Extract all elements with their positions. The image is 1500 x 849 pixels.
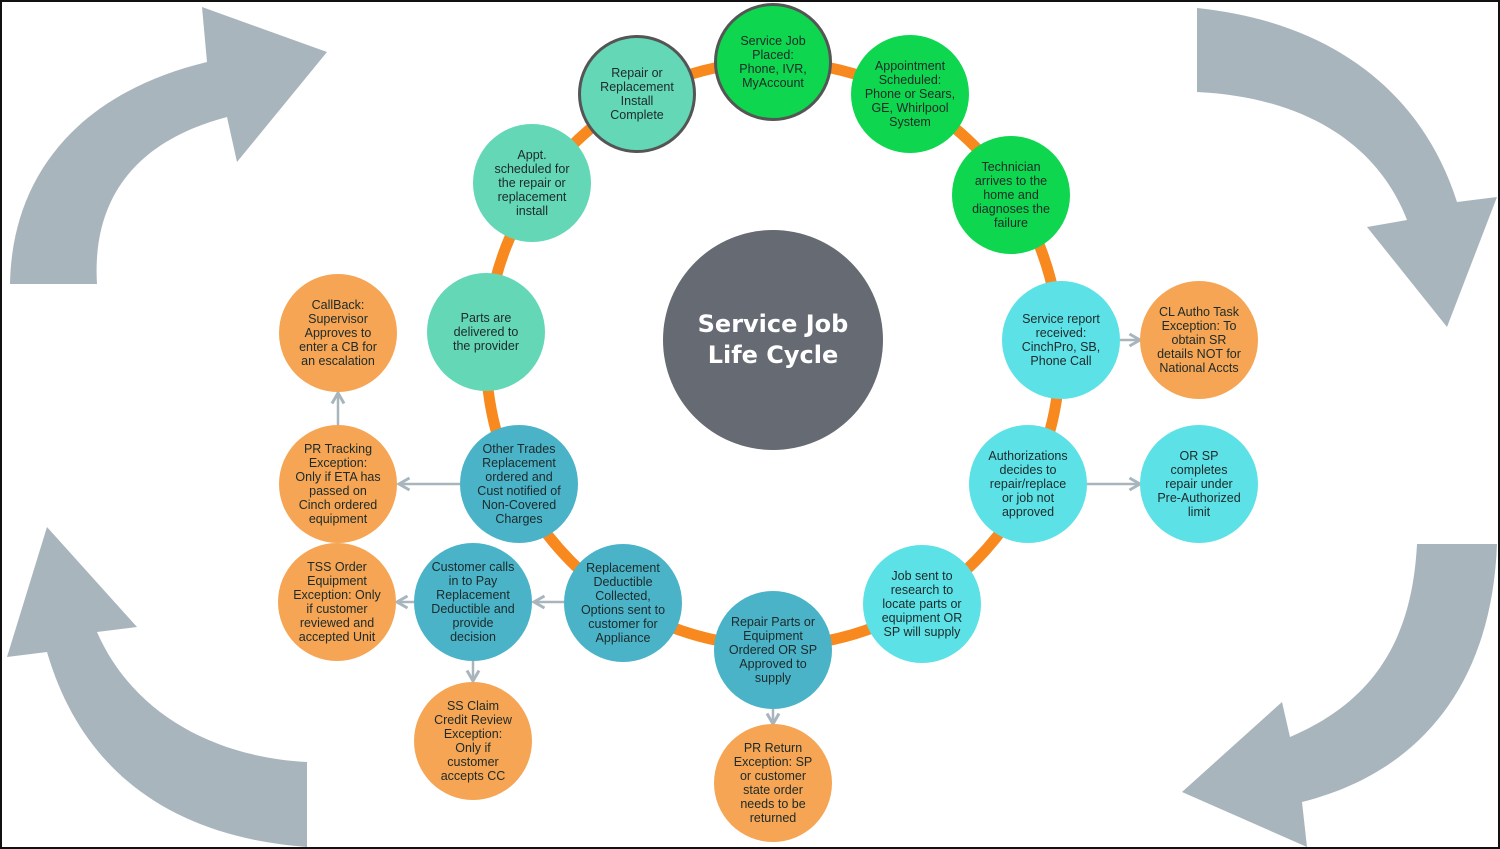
node-label: Replacement Deductible Collected, Option… (580, 561, 666, 645)
cycle-arrow-bottom-left (7, 527, 307, 847)
node-label: Appointment Scheduled: Phone or Sears, G… (864, 59, 956, 129)
node-label: Appt. scheduled for the repair or replac… (494, 148, 570, 218)
node-authorizations-decides: Authorizations decides to repair/replace… (969, 425, 1087, 543)
node-label: Repair or Replacement Install Complete (600, 66, 674, 122)
cycle-arrows (7, 7, 1497, 847)
node-appointment-scheduled: Appointment Scheduled: Phone or Sears, G… (851, 35, 969, 153)
cycle-arrow-top-left (10, 7, 327, 284)
node-label: PR Return Exception: SP or customer stat… (733, 741, 813, 825)
node-label: Service report received: CinchPro, SB, P… (1021, 312, 1101, 368)
node-label: Job sent to research to locate parts or … (881, 569, 963, 639)
node-label: Authorizations decides to repair/replace… (988, 449, 1068, 519)
node-label: Technician arrives to the home and diagn… (972, 160, 1050, 230)
node-cl-autho-task-exception: CL Autho Task Exception: To obtain SR de… (1140, 281, 1258, 399)
node-parts-delivered: Parts are delivered to the provider (427, 273, 545, 391)
node-job-sent-to-research: Job sent to research to locate parts or … (863, 545, 981, 663)
node-label: Other Trades Replacement ordered and Cus… (477, 442, 561, 526)
node-label: OR SP completes repair under Pre-Authori… (1157, 449, 1241, 519)
node-label: CL Autho Task Exception: To obtain SR de… (1157, 305, 1241, 375)
node-other-trades-replacement: Other Trades Replacement ordered and Cus… (460, 425, 578, 543)
node-label: CallBack: Supervisor Approves to enter a… (299, 298, 377, 368)
cycle-arrow-top-right (1197, 8, 1497, 327)
node-label: PR Tracking Exception: Only if ETA has p… (295, 442, 381, 526)
node-service-report-received: Service report received: CinchPro, SB, P… (1002, 281, 1120, 399)
node-repair-replacement-complete: Repair or Replacement Install Complete (578, 35, 696, 153)
node-ss-claim-credit-review: SS Claim Credit Review Exception: Only i… (414, 682, 532, 800)
node-tss-order-equipment-exception: TSS Order Equipment Exception: Only if c… (278, 543, 396, 661)
node-replacement-deductible-collected: Replacement Deductible Collected, Option… (564, 544, 682, 662)
cycle-arrow-bottom-right (1182, 544, 1497, 847)
node-or-sp-completes-repair: OR SP completes repair under Pre-Authori… (1140, 425, 1258, 543)
node-label: Repair Parts or Equipment Ordered OR SP … (728, 615, 818, 685)
node-label: Parts are delivered to the provider (452, 311, 519, 353)
node-repair-parts-ordered: Repair Parts or Equipment Ordered OR SP … (714, 591, 832, 709)
diagram-title: Service Job Life Cycle (663, 230, 883, 450)
node-label: TSS Order Equipment Exception: Only if c… (293, 560, 381, 644)
node-pr-return-exception: PR Return Exception: SP or customer stat… (714, 724, 832, 842)
connector-arrows (330, 332, 1144, 728)
node-technician-arrives: Technician arrives to the home and diagn… (952, 136, 1070, 254)
node-service-job-placed: Service Job Placed: Phone, IVR, MyAccoun… (714, 3, 832, 121)
node-label: SS Claim Credit Review Exception: Only i… (434, 699, 512, 783)
node-appt-scheduled-install: Appt. scheduled for the repair or replac… (473, 124, 591, 242)
node-customer-calls-to-pay: Customer calls in to Pay Replacement Ded… (414, 543, 532, 661)
node-pr-tracking-exception: PR Tracking Exception: Only if ETA has p… (279, 425, 397, 543)
node-label: Service Job Placed: Phone, IVR, MyAccoun… (739, 34, 807, 90)
node-callback-supervisor: CallBack: Supervisor Approves to enter a… (279, 274, 397, 392)
node-label: Customer calls in to Pay Replacement Ded… (431, 560, 515, 644)
